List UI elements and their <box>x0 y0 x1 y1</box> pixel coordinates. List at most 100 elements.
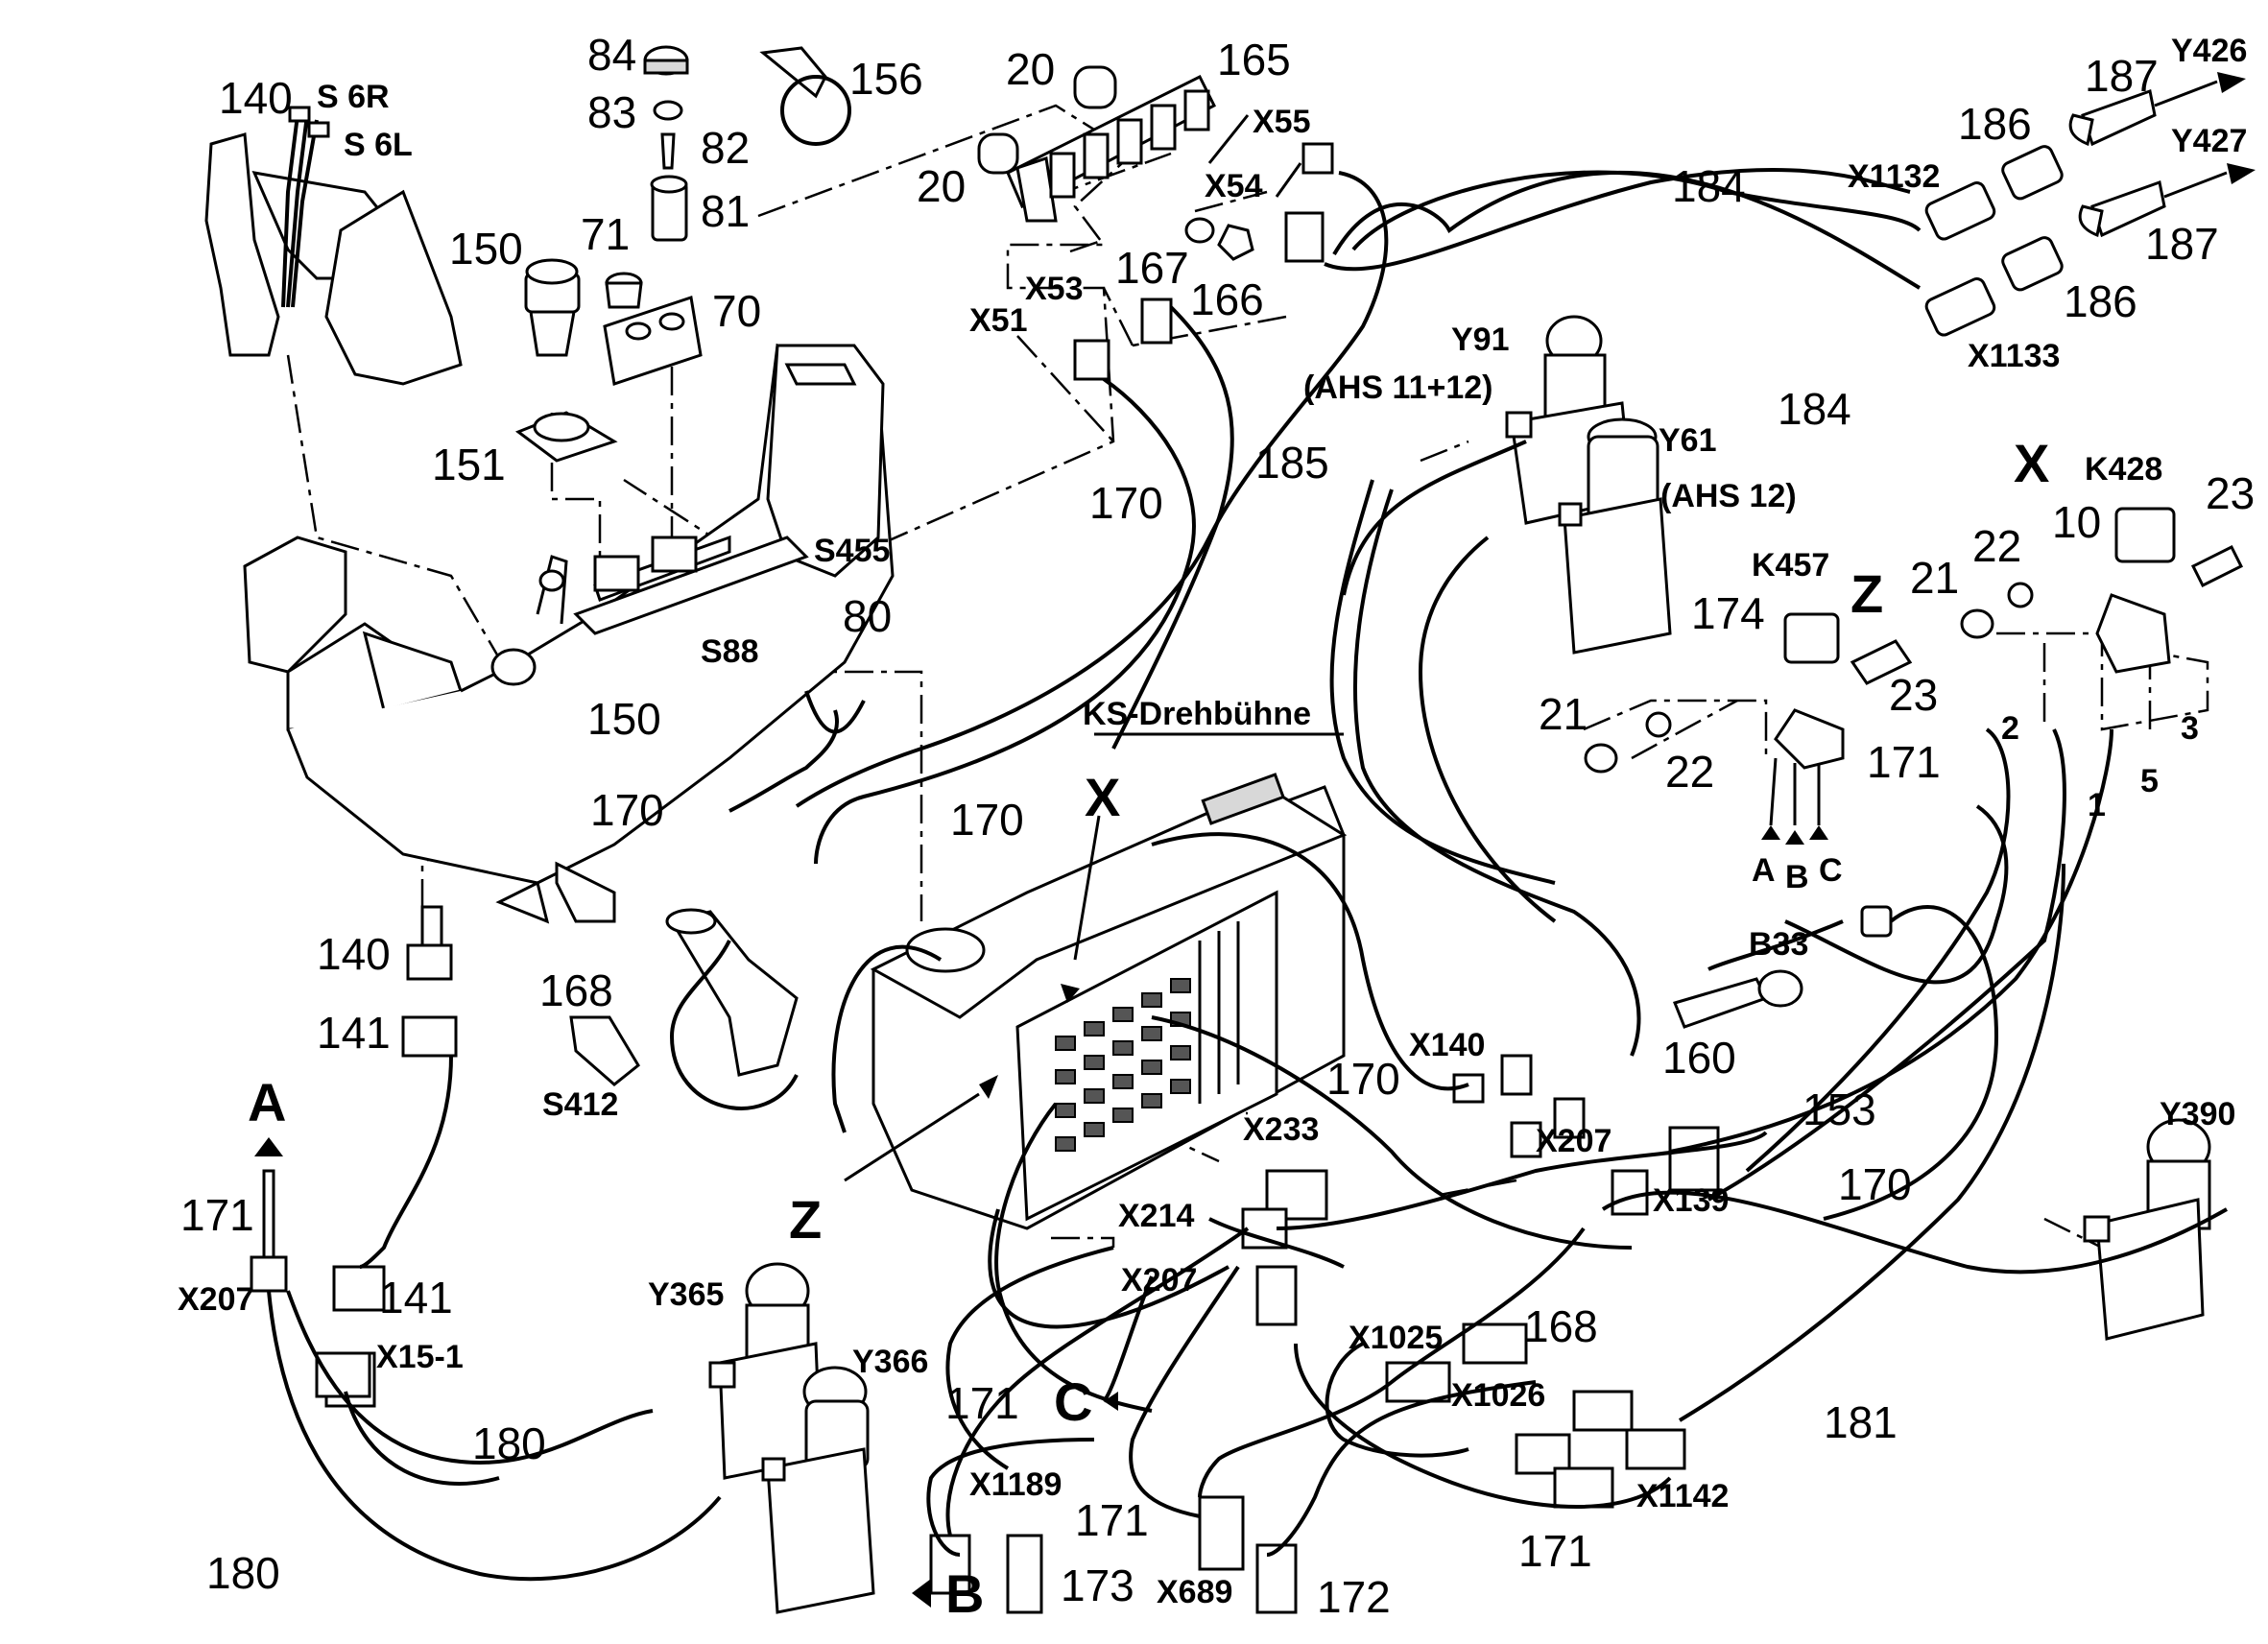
callout-168b: 168 <box>1524 1301 1598 1351</box>
fuse-grid <box>1055 978 1191 1152</box>
callout-70: 70 <box>712 286 761 336</box>
callout-a-right: A <box>1752 852 1776 889</box>
callout-187b: 187 <box>2145 219 2219 269</box>
callout-170a: 170 <box>1089 478 1163 528</box>
callout-71: 71 <box>581 209 630 259</box>
callout-171e: 171 <box>1518 1526 1592 1576</box>
cable-tie-156 <box>759 46 851 146</box>
plugs-186-187 <box>1924 72 2256 337</box>
callout-x207c: X207 <box>1121 1262 1197 1299</box>
relays-k428-k457 <box>1584 507 2244 845</box>
callout-80: 80 <box>843 591 892 641</box>
valve-y365-y366 <box>708 1262 875 1614</box>
callout-x214: X214 <box>1118 1198 1194 1234</box>
callout-labels: 140 S 6R S 6L 84 83 82 81 156 20 165 20 … <box>178 30 2255 1624</box>
callout-173: 173 <box>1061 1561 1134 1610</box>
joystick-140-assembly <box>204 106 463 386</box>
valve-y91-y61 <box>1505 315 1672 655</box>
callout-171d: 171 <box>1075 1495 1149 1545</box>
callout-84: 84 <box>587 30 636 80</box>
callout-x54: X54 <box>1205 168 1263 204</box>
callout-y365: Y365 <box>648 1276 724 1313</box>
callout-y366: Y366 <box>852 1344 928 1380</box>
callout-20a: 20 <box>1006 44 1055 94</box>
callout-82: 82 <box>701 123 750 173</box>
callout-10: 10 <box>2052 497 2101 547</box>
callout-187a: 187 <box>2085 51 2159 101</box>
callout-y390: Y390 <box>2160 1096 2235 1132</box>
callout-s6l: S 6L <box>344 127 413 163</box>
callout-x1189: X1189 <box>969 1466 1062 1503</box>
callout-x140: X140 <box>1409 1027 1485 1063</box>
callout-z-middle: Z <box>789 1189 822 1250</box>
callout-140: 140 <box>219 73 293 123</box>
callout-186a: 186 <box>1958 99 2032 149</box>
callout-x-middle: X <box>1085 767 1120 827</box>
callout-186b: 186 <box>2064 276 2137 326</box>
callout-ks-drehbuehne: KS-Drehbühne <box>1083 696 1311 732</box>
callout-y91: Y91 <box>1451 322 1510 358</box>
fuse-block-165 <box>977 65 1254 261</box>
leader-lines <box>844 114 1344 1182</box>
callout-s412: S412 <box>542 1086 618 1123</box>
callout-23a: 23 <box>2206 468 2255 518</box>
callout-s88: S88 <box>701 633 759 670</box>
callout-21b: 21 <box>1539 689 1588 739</box>
callout-180a: 180 <box>472 1418 546 1468</box>
callout-c-lower: C <box>1054 1371 1092 1432</box>
callout-y426: Y426 <box>2171 33 2247 69</box>
callout-y427: Y427 <box>2171 123 2247 159</box>
callout-k428: K428 <box>2085 451 2162 488</box>
callout-83: 83 <box>587 87 636 137</box>
callout-ahs-12: (AHS 12) <box>1660 478 1797 514</box>
callout-a-left: A <box>248 1072 286 1132</box>
callout-x53: X53 <box>1025 271 1084 307</box>
callout-181: 181 <box>1824 1397 1898 1447</box>
callout-22a: 22 <box>1972 521 2021 571</box>
callout-170e: 170 <box>1838 1159 1912 1209</box>
callout-170d: 170 <box>1326 1054 1400 1104</box>
callout-c-right: C <box>1819 852 1843 889</box>
sensor-b33 <box>1672 905 1893 1029</box>
callout-y61: Y61 <box>1659 422 1717 459</box>
callout-141b: 141 <box>379 1273 453 1322</box>
callout-pin-5: 5 <box>2140 763 2159 799</box>
control-box <box>870 773 1348 1230</box>
callout-172: 172 <box>1317 1572 1391 1622</box>
callout-180b: 180 <box>206 1548 280 1598</box>
joystick-168 <box>569 908 799 1086</box>
callout-x-right: X <box>2014 433 2049 493</box>
callout-x1133: X1133 <box>1968 338 2060 374</box>
callout-170c: 170 <box>950 795 1024 845</box>
callout-185: 185 <box>1255 438 1329 488</box>
callout-156: 156 <box>849 54 923 104</box>
callout-141a: 141 <box>317 1008 391 1058</box>
callout-x15-1: X15-1 <box>376 1339 464 1375</box>
callout-153: 153 <box>1802 1084 1876 1134</box>
callout-171a: 171 <box>1867 737 1941 787</box>
callout-x1132: X1132 <box>1848 158 1940 195</box>
callout-165: 165 <box>1217 35 1291 84</box>
callout-x51: X51 <box>969 302 1028 339</box>
callout-150a: 150 <box>449 224 523 274</box>
callout-x233: X233 <box>1243 1111 1319 1148</box>
callout-x207a: X207 <box>1536 1123 1611 1159</box>
callout-pin-1: 1 <box>2088 787 2106 823</box>
callout-20b: 20 <box>917 161 966 211</box>
operator-seat-console <box>243 343 895 924</box>
callout-b-right: B <box>1785 859 1809 895</box>
callout-x1026: X1026 <box>1451 1377 1545 1414</box>
callout-184a: 184 <box>1672 161 1746 211</box>
callout-167: 167 <box>1115 243 1189 293</box>
callout-x1142: X1142 <box>1636 1478 1729 1514</box>
callout-184b: 184 <box>1778 384 1851 434</box>
callout-160: 160 <box>1662 1033 1736 1083</box>
callout-150b: 150 <box>587 694 661 744</box>
callout-21a: 21 <box>1910 553 1959 603</box>
callout-23b: 23 <box>1889 670 1938 720</box>
plug-parts <box>603 45 703 386</box>
callout-140b: 140 <box>317 929 391 979</box>
callout-ahs-11-12: (AHS 11+12) <box>1303 369 1493 406</box>
callout-171b: 171 <box>180 1190 254 1240</box>
